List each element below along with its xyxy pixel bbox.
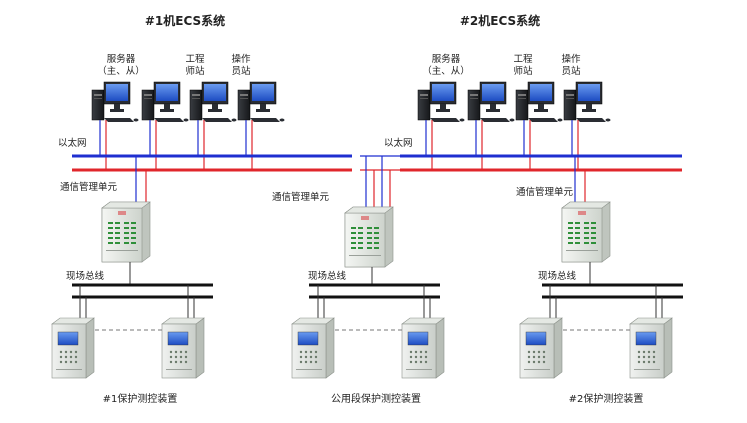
- common-protection-device-1-icon: [291, 317, 335, 379]
- system1-protection-device-2-icon: [161, 317, 205, 379]
- system2-server-backup-icon: [467, 81, 515, 123]
- system1-server-main-icon: [91, 81, 139, 123]
- system2-operator-station-icon: [563, 81, 611, 123]
- common-cross-links: [360, 155, 400, 212]
- system1-server-sublabel: （主、从）: [97, 65, 145, 77]
- common-fieldbus-label: 现场总线: [308, 270, 347, 282]
- system1-engineer-station-icon: [189, 81, 237, 123]
- system2-ethernet-label: 以太网: [384, 137, 413, 149]
- system2-eng-label: 工程: [513, 54, 533, 65]
- system2-fieldbus-label: 现场总线: [538, 270, 577, 282]
- system1-comm-unit-label: 通信管理单元: [60, 181, 118, 193]
- common-device-drops: [317, 285, 431, 322]
- system2-server-label: 服务器: [432, 53, 461, 65]
- system2-op-sublabel: 员站: [561, 65, 581, 77]
- system2-server-sublabel: （主、从）: [422, 65, 470, 77]
- system1-ethernet-label: 以太网: [58, 137, 87, 149]
- system1-protection-device-1-icon: [51, 317, 95, 379]
- system1-op-label: 操作: [231, 53, 251, 65]
- system2-device-group-label: #2保护测控装置: [569, 392, 644, 405]
- system1-server-label: 服务器: [107, 53, 136, 65]
- system2-server-main-icon: [417, 81, 465, 123]
- system1-eng-sublabel: 师站: [185, 65, 205, 77]
- system2-title: #2机ECS系统: [460, 13, 540, 28]
- system2-protection-device-1-icon: [519, 317, 563, 379]
- system1-device-group-label: #1保护测控装置: [103, 392, 178, 405]
- system2-op-label: 操作: [561, 53, 581, 65]
- system2-protection-device-2-icon: [629, 317, 673, 379]
- common-device-group-label: 公用段保护测控装置: [331, 392, 421, 405]
- system2-drop-lines: [425, 120, 579, 170]
- system1-title: #1机ECS系统: [145, 13, 225, 28]
- system1-comm-unit-icon: [101, 201, 151, 263]
- system1-fieldbus-label: 现场总线: [66, 270, 105, 282]
- system2-comm-unit-label: 通信管理单元: [516, 186, 574, 198]
- system1-server-backup-icon: [141, 81, 189, 123]
- common-protection-device-2-icon: [401, 317, 445, 379]
- common-comm-unit-label: 通信管理单元: [272, 191, 330, 203]
- system1-op-sublabel: 员站: [231, 65, 251, 77]
- system1-eng-label: 工程: [185, 54, 205, 65]
- system1-device-drops: [79, 285, 195, 322]
- system2-engineer-station-icon: [515, 81, 563, 123]
- system2-device-drops: [549, 285, 663, 322]
- system2-eng-sublabel: 师站: [513, 65, 533, 77]
- system2-comm-unit-icon: [561, 201, 611, 263]
- system1-drop-lines: [99, 120, 253, 170]
- common-comm-unit-icon: [344, 206, 394, 268]
- system1-operator-station-icon: [237, 81, 285, 123]
